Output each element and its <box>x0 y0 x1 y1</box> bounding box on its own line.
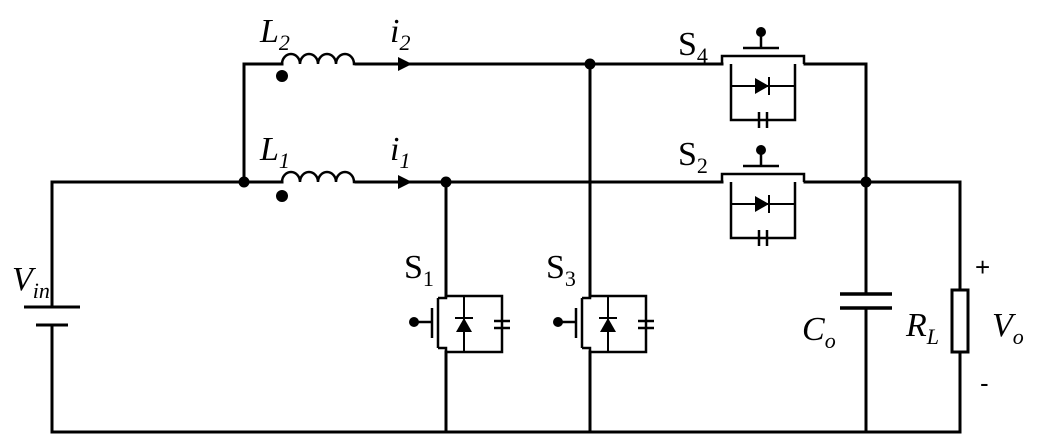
label-i2: i2 <box>390 13 410 55</box>
junction-dot <box>584 58 596 70</box>
label-Co: Co <box>802 311 836 353</box>
label-S1: S1 <box>404 249 434 291</box>
junction-dot <box>860 176 872 188</box>
label-RL: RL <box>905 307 939 349</box>
arrow-i2-icon <box>398 57 412 71</box>
arrow-i1-icon <box>398 175 412 189</box>
label-L2: L2 <box>259 13 290 55</box>
label-i1: i1 <box>390 131 410 173</box>
inductor-L1 <box>276 170 356 202</box>
junction-dot <box>440 176 452 188</box>
polarity-dot <box>276 190 288 202</box>
label-Vo: Vo <box>992 307 1024 349</box>
wire-to-L2 <box>242 62 284 184</box>
label-minus: - <box>980 368 989 398</box>
label-Vin: Vin <box>12 261 50 303</box>
inductor-L2 <box>276 52 356 82</box>
wire-S2-out <box>803 180 962 292</box>
switch-S2 <box>720 145 806 246</box>
label-S3: S3 <box>546 249 576 291</box>
switch-S3 <box>553 294 654 354</box>
label-L1: L1 <box>259 131 290 173</box>
wire-S4-out <box>803 62 868 184</box>
switch-S4 <box>720 27 806 128</box>
resistor-RL <box>950 288 970 354</box>
switch-S1 <box>409 294 510 354</box>
label-plus: + <box>975 252 990 282</box>
junctions <box>238 58 872 188</box>
label-S4: S4 <box>678 26 708 68</box>
source-vin <box>24 305 80 327</box>
wires <box>50 62 962 434</box>
label-S2: S2 <box>678 136 708 178</box>
junction-dot <box>238 176 250 188</box>
polarity-dot <box>276 70 288 82</box>
capacitor-Co <box>840 292 892 310</box>
